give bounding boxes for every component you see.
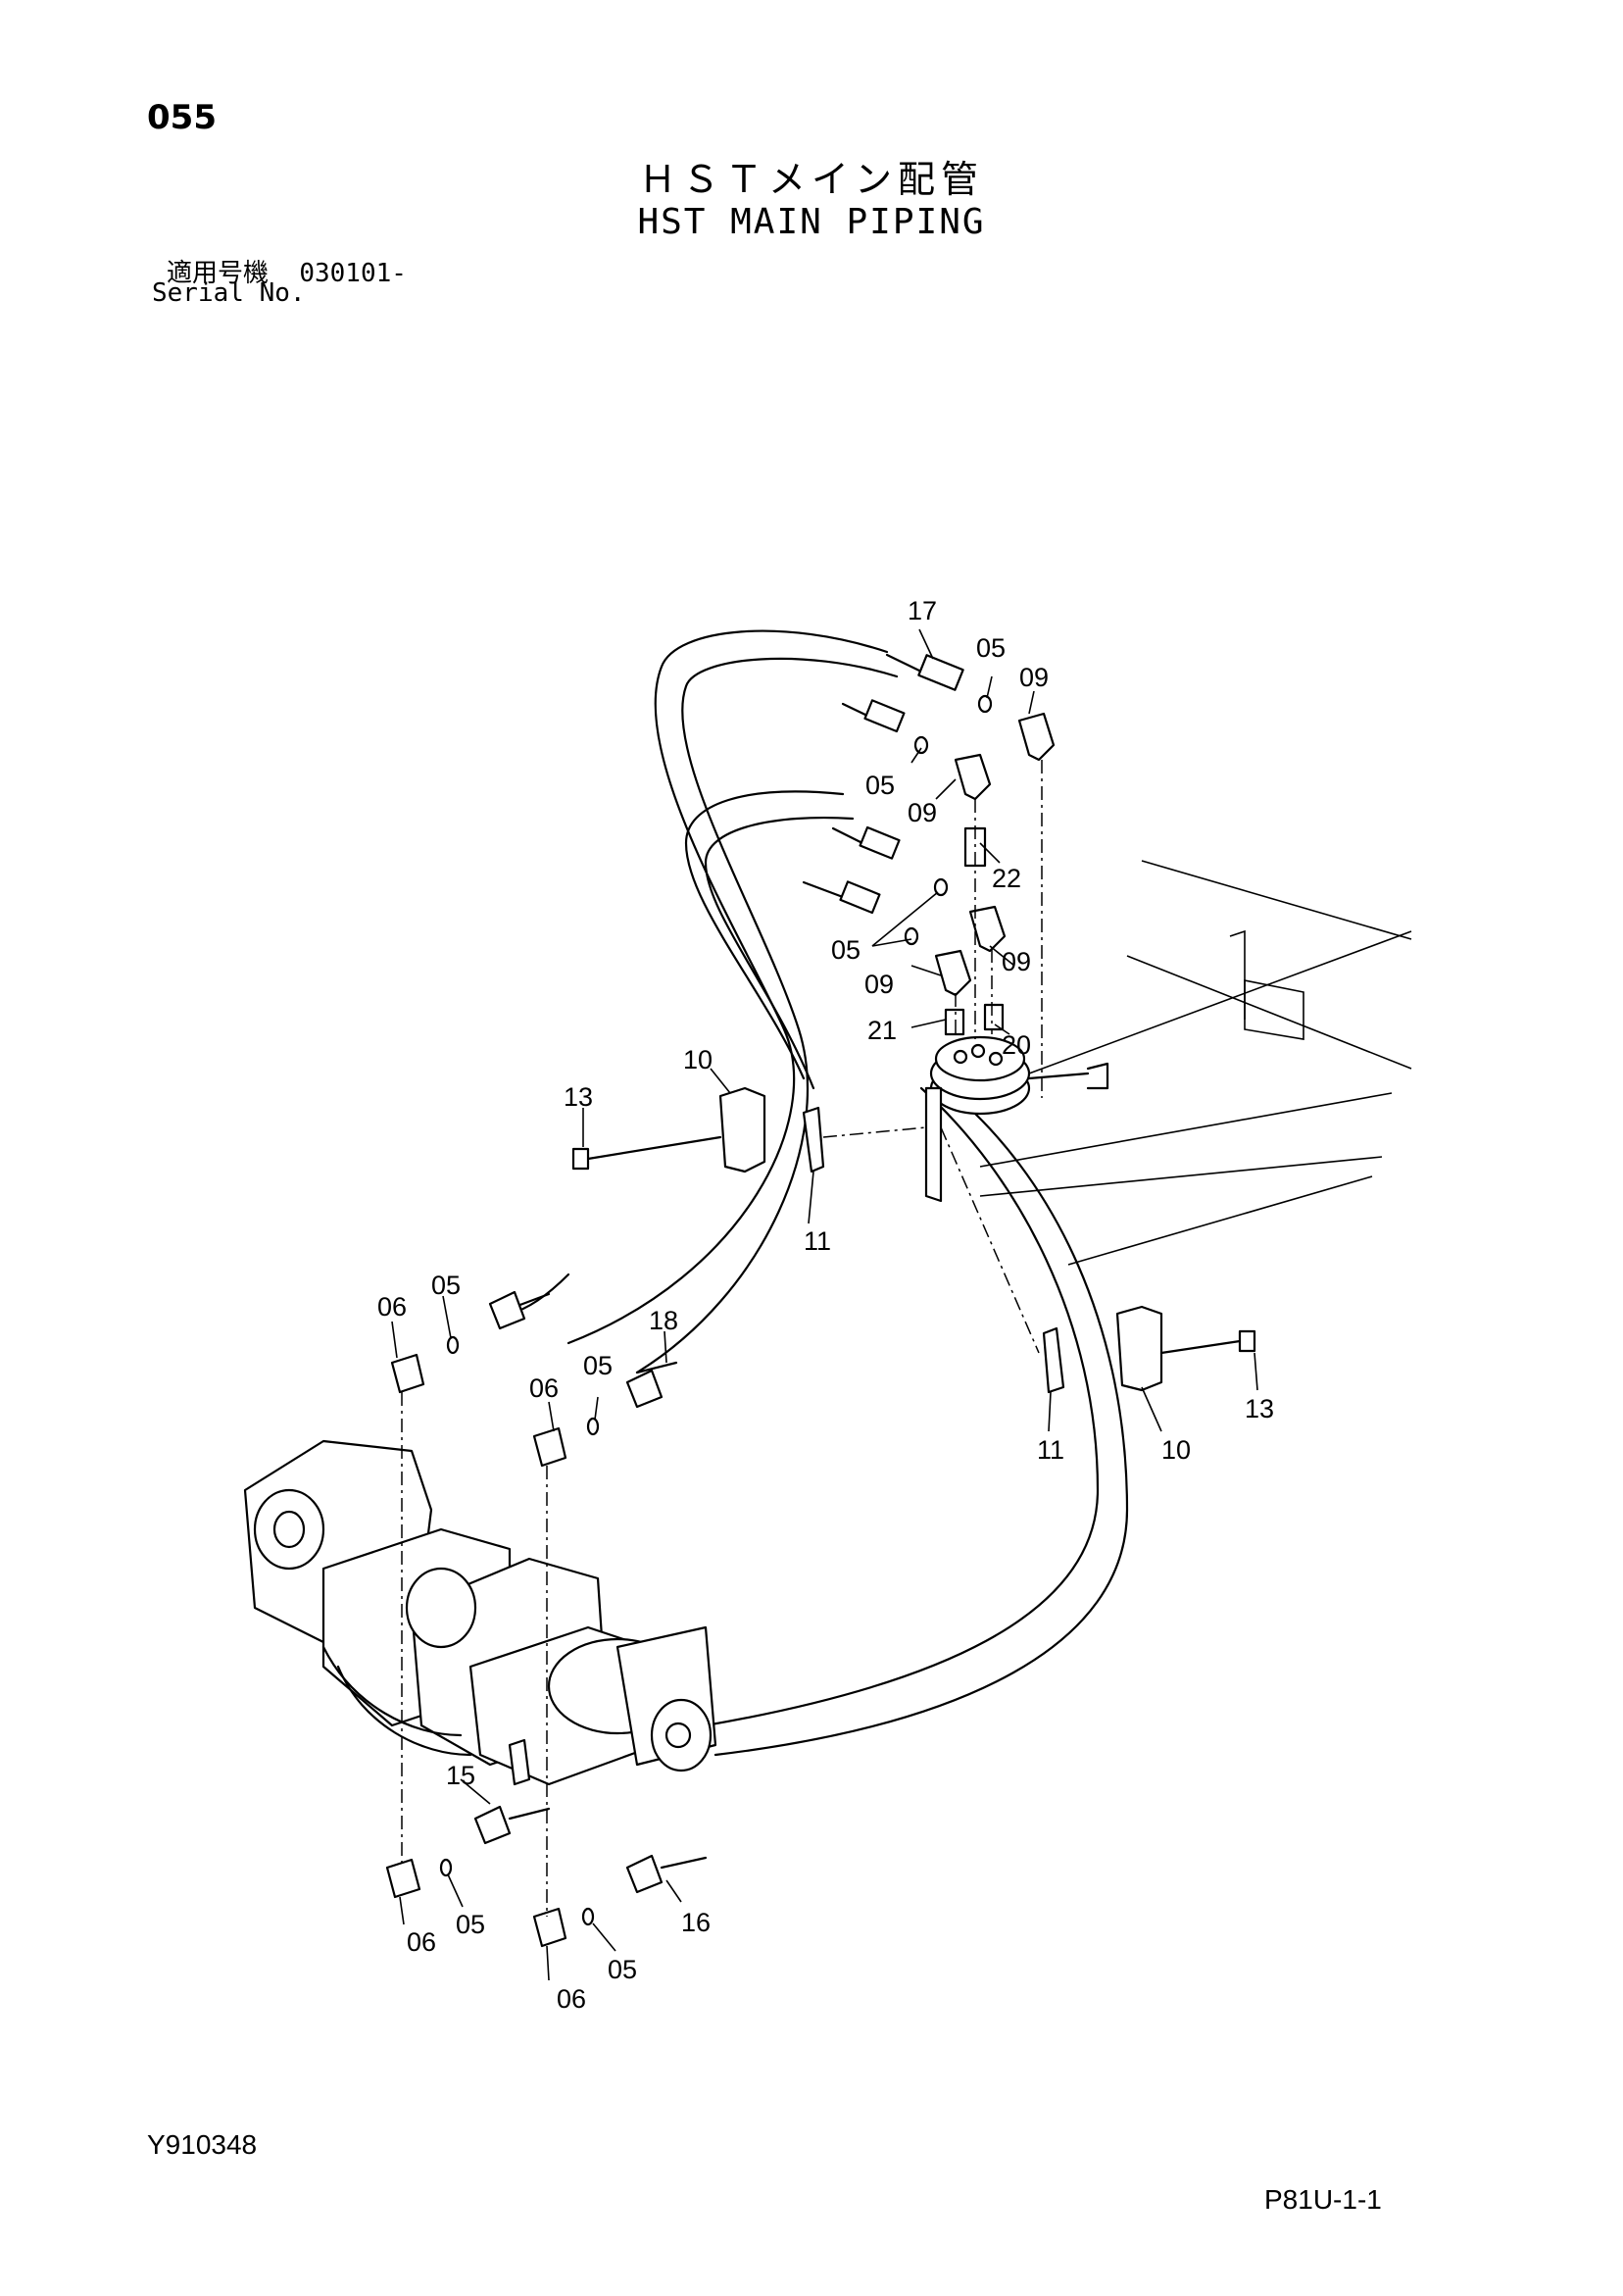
callout-13: 13	[564, 1082, 593, 1112]
callout-09: 09	[1002, 947, 1031, 976]
callout-05: 05	[976, 633, 1006, 663]
title-japanese: ＨＳＴメイン配管	[638, 158, 984, 201]
callout-05: 05	[431, 1271, 461, 1300]
callout-05: 05	[831, 935, 861, 965]
title-english: HST MAIN PIPING	[637, 202, 986, 242]
callout-06: 06	[529, 1373, 559, 1403]
callout-20: 20	[1002, 1030, 1031, 1060]
callout-11: 11	[804, 1226, 831, 1256]
callout-10: 10	[683, 1045, 713, 1074]
right-clamp-assembly	[940, 1126, 1256, 1394]
pump-port-fittings	[385, 1290, 708, 1948]
left-clamp-assembly	[571, 1086, 927, 1173]
callout-05: 05	[865, 771, 895, 800]
callout-05: 05	[608, 1955, 637, 1984]
callout-21: 21	[867, 1016, 897, 1045]
sheet-id: P81U-1-1	[1264, 2184, 1382, 2215]
page-number: 055	[147, 98, 217, 137]
hst-pump-assembly	[243, 1439, 717, 1786]
callout-05: 05	[456, 1910, 485, 1939]
callout-11: 11	[1037, 1435, 1064, 1465]
leader-lines	[391, 628, 1258, 1981]
callout-10: 10	[1161, 1435, 1191, 1465]
serial-applicability: 適用号機 030101-	[167, 253, 407, 289]
hose-loops	[508, 629, 1129, 1757]
callout-06: 06	[557, 1984, 586, 2014]
serial-label-jp: 適用号機	[167, 259, 270, 288]
serial-value: 030101-	[299, 259, 407, 288]
callout-06: 06	[407, 1927, 436, 1957]
machine-frame	[979, 860, 1412, 1266]
callout-16: 16	[681, 1908, 711, 1937]
callout-18: 18	[649, 1306, 678, 1335]
callout-09: 09	[1019, 663, 1049, 692]
callout-05: 05	[583, 1351, 613, 1380]
callout-22: 22	[992, 864, 1021, 893]
callout-09: 09	[864, 970, 894, 999]
callout-13: 13	[1245, 1394, 1274, 1423]
serial-label-en: Serial No.	[152, 278, 306, 308]
callout-09: 09	[908, 798, 937, 827]
drawing-id: Y910348	[147, 2129, 258, 2160]
callout-06: 06	[377, 1292, 407, 1322]
callout-15: 15	[446, 1761, 475, 1790]
callout-labels: 17 05 09 05 09 22 05 09 09 21 20 10 13 1…	[377, 596, 1274, 2014]
center-swivel-joint	[924, 1035, 1109, 1203]
upper-hose-fittings	[802, 653, 1056, 1098]
callout-17: 17	[908, 596, 937, 625]
